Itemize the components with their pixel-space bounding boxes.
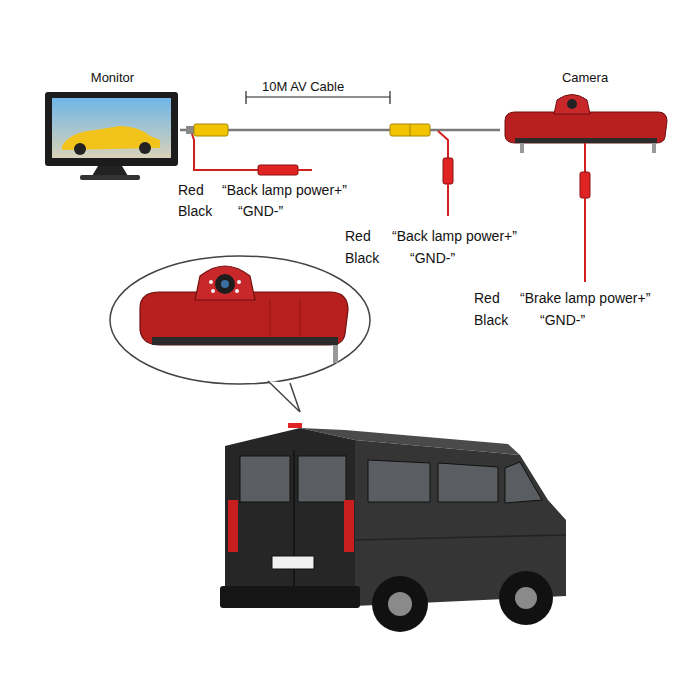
monitor-foot <box>80 175 140 180</box>
van-windshield <box>505 462 542 503</box>
van-body-line <box>355 535 566 540</box>
monitor-screen <box>52 98 171 158</box>
van-hub <box>515 587 537 609</box>
camera-base <box>515 138 657 143</box>
red-wire <box>192 134 258 170</box>
wire-label: “Back lamp power+” <box>392 228 517 245</box>
dimension-tick <box>245 91 246 104</box>
van-brake-light <box>288 423 302 428</box>
wire-label: Black <box>178 203 212 220</box>
camera-dome <box>554 95 590 115</box>
monitor-box: Monitor <box>45 70 180 182</box>
camera-housing <box>505 112 667 143</box>
ir-led <box>209 280 213 284</box>
red-plug <box>443 158 453 184</box>
wire-label: “GND-” <box>540 312 585 329</box>
wire-label: Red <box>474 290 500 307</box>
van-wheel <box>499 571 553 625</box>
camera-box: Camera <box>500 70 670 150</box>
wire-label: “GND-” <box>238 203 283 220</box>
ir-led <box>211 289 215 293</box>
cable-stub <box>186 126 194 134</box>
red-wire <box>298 169 312 171</box>
monitor-stand <box>92 166 128 176</box>
van-wheel <box>372 576 428 632</box>
van-tail-light <box>344 500 354 552</box>
red-wire <box>438 131 448 158</box>
part-label: Camera <box>500 70 670 86</box>
wire-label: “GND-” <box>410 250 455 267</box>
lens-glass <box>221 280 229 288</box>
van-rear-window <box>298 456 346 502</box>
van-bumper <box>220 586 360 608</box>
dimension-line <box>246 96 390 97</box>
van-rear <box>225 428 355 606</box>
screen-car-wheel <box>74 143 86 155</box>
van-hub <box>388 592 412 616</box>
camera-post <box>520 143 524 153</box>
callout-pointer <box>268 381 300 412</box>
ir-led <box>237 280 241 284</box>
wire-label: Black <box>345 250 379 267</box>
part-label: Monitor <box>45 70 180 86</box>
van-door-seam <box>293 450 295 598</box>
yellow-plug <box>390 124 430 136</box>
camera-lens <box>567 99 577 109</box>
red-plug <box>580 172 590 198</box>
wire-label: Red <box>345 228 371 245</box>
zoom-bubble <box>110 256 370 384</box>
ir-led <box>235 289 239 293</box>
dimension-tick <box>389 91 390 104</box>
camera-dome-large <box>195 266 255 300</box>
van-tail-light <box>228 500 238 552</box>
yellow-plug <box>194 124 228 136</box>
van-side-window <box>368 460 430 502</box>
van-plate <box>272 556 314 569</box>
wire-label: “Brake lamp power+” <box>520 290 650 307</box>
housing-seam <box>270 300 271 336</box>
van-side-window <box>438 463 498 502</box>
red-wire <box>447 184 449 216</box>
housing-seam <box>300 300 301 336</box>
camera-base-large <box>152 337 338 345</box>
red-wire <box>584 143 586 172</box>
cable-label: 10M AV Cable <box>262 78 344 95</box>
plug-joint <box>410 124 411 136</box>
camera-post <box>652 143 656 153</box>
red-wire <box>584 198 586 282</box>
wire-label: “Back lamp power+” <box>222 182 347 199</box>
camera-lens-large <box>215 274 235 294</box>
wire-label: Red <box>178 182 204 199</box>
van-rear-window <box>240 456 290 502</box>
camera-post-large <box>333 345 338 363</box>
screen-car-wheel <box>139 142 151 154</box>
wire-label: Black <box>474 312 508 329</box>
monitor-bezel <box>45 92 178 166</box>
red-plug <box>258 165 298 175</box>
